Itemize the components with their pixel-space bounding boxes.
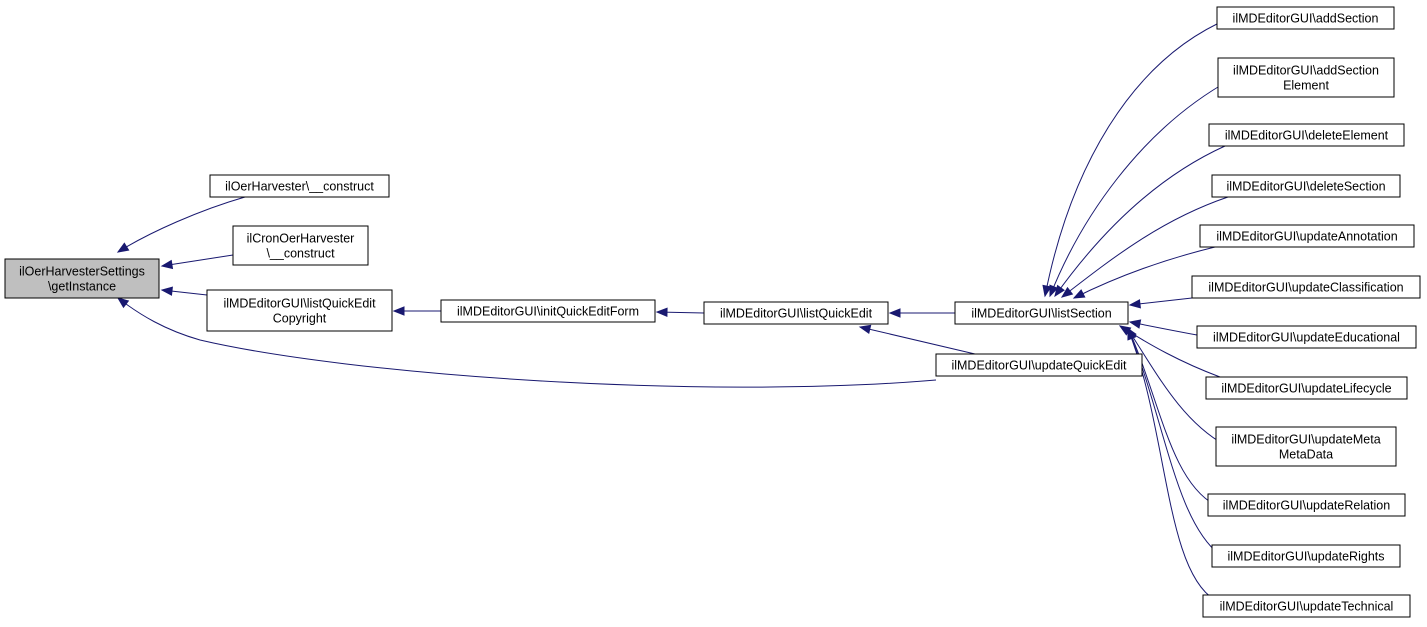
edge-addSectionElement-to-listSection [1049,79,1231,297]
edge-oerConstruct-to-root [117,196,246,253]
node-oerConstruct[interactable]: ilOerHarvester\__construct [209,174,390,198]
node-label-updateMetaMetaData-line-2: MetaData [1279,448,1333,462]
node-box-updateAnnotation [1199,224,1415,248]
node-label-deleteElement-line-1: ilMDEditorGUI\deleteElement [1225,129,1389,143]
arrowhead-cronConstruct-to-root [160,259,174,270]
arrowhead-updateQuickEdit-to-root [116,297,130,309]
node-label-cronConstruct-line-1: ilCronOerHarvester [247,232,355,246]
arrowhead-deleteElement-to-listSection [1054,284,1065,298]
node-box-listQuickEdit [703,301,889,325]
node-box-updateTechnical [1202,594,1411,618]
edge-updateAnnotation-to-listSection [1073,246,1216,299]
arrowhead-deleteSection-to-listSection [1060,286,1074,298]
node-label-oerConstruct-line-1: ilOerHarvester\__construct [225,180,374,194]
node-updateEducational[interactable]: ilMDEditorGUI\updateEducational [1196,325,1417,349]
edge-updateQuickEdit-to-listQuickEdit [859,326,976,355]
node-updateAnnotation[interactable]: ilMDEditorGUI\updateAnnotation [1199,224,1415,248]
node-label-updateMetaMetaData-line-1: ilMDEditorGUI\updateMeta [1231,433,1380,447]
arrowhead-oerConstruct-to-root [116,242,130,253]
node-label-updateClassification-line-1: ilMDEditorGUI\updateClassification [1208,281,1403,295]
node-box-updateQuickEdit [935,353,1143,377]
node-label-cronConstruct-line-2: \__construct [266,247,335,261]
node-listQuickEdit[interactable]: ilMDEditorGUI\listQuickEdit [703,301,889,325]
arrowhead-listSection-to-listQuickEdit [888,308,901,318]
node-updateClassification[interactable]: ilMDEditorGUI\updateClassification [1191,275,1421,299]
node-box-cronConstruct [232,225,369,266]
arrowhead-updateClassification-to-listSection [1128,299,1141,309]
arrowhead-addSection-to-listSection [1042,284,1052,298]
node-label-addSectionElement-line-1: ilMDEditorGUI\addSection [1233,64,1379,78]
arrowhead-updateEducational-to-listSection [1128,319,1142,329]
node-box-updateClassification [1191,275,1421,299]
node-label-listQuickEditCopyright-line-1: ilMDEditorGUI\listQuickEdit [223,297,376,311]
node-addSection[interactable]: ilMDEditorGUI\addSection [1216,6,1395,30]
node-box-addSectionElement [1217,57,1395,98]
edge-deleteSection-to-listSection [1061,196,1229,298]
node-label-updateRelation-line-1: ilMDEditorGUI\updateRelation [1223,499,1390,513]
edge-updateQuickEdit-to-root [117,297,937,388]
arrowhead-listQuickEdit-to-initQuickEditForm [655,307,668,317]
node-label-root-line-1: ilOerHarvesterSettings [19,265,145,279]
arrowhead-updateTechnical-to-listSection [1127,327,1137,341]
node-label-listSection-line-1: ilMDEditorGUI\listSection [971,307,1111,321]
arrowhead-updateAnnotation-to-listSection [1072,289,1086,299]
node-box-listQuickEditCopyright [206,289,393,332]
node-label-updateRights-line-1: ilMDEditorGUI\updateRights [1227,550,1384,564]
node-updateLifecycle[interactable]: ilMDEditorGUI\updateLifecycle [1205,376,1408,400]
node-box-updateEducational [1196,325,1417,349]
edge-updateMetaMetaData-to-listSection [1126,327,1226,446]
node-label-updateEducational-line-1: ilMDEditorGUI\updateEducational [1213,331,1400,345]
node-label-listQuickEdit-line-1: ilMDEditorGUI\listQuickEdit [720,307,873,321]
node-box-initQuickEditForm [440,299,656,323]
node-label-initQuickEditForm-line-1: ilMDEditorGUI\initQuickEditForm [457,305,639,319]
node-box-updateRelation [1207,493,1406,517]
edges-layer [116,17,1231,601]
node-initQuickEditForm[interactable]: ilMDEditorGUI\initQuickEditForm [440,299,656,323]
node-label-root-line-2: \getInstance [48,280,116,294]
node-box-root [4,258,160,299]
node-box-addSection [1216,6,1395,30]
node-updateRelation[interactable]: ilMDEditorGUI\updateRelation [1207,493,1406,517]
node-listSection[interactable]: ilMDEditorGUI\listSection [954,301,1129,325]
node-box-oerConstruct [209,174,390,198]
node-label-addSection-line-1: ilMDEditorGUI\addSection [1233,12,1379,26]
node-deleteSection[interactable]: ilMDEditorGUI\deleteSection [1211,174,1401,198]
node-cronConstruct[interactable]: ilCronOerHarvester\__construct [232,225,369,266]
node-label-updateLifecycle-line-1: ilMDEditorGUI\updateLifecycle [1221,382,1391,396]
edge-cronConstruct-to-root [161,254,234,267]
node-box-deleteSection [1211,174,1401,198]
arrowhead-initQuickEditForm-to-listQuickEditCopyright [392,306,405,316]
node-box-listSection [954,301,1129,325]
edge-deleteElement-to-listSection [1054,145,1226,297]
node-box-deleteElement [1208,123,1405,147]
node-label-updateAnnotation-line-1: ilMDEditorGUI\updateAnnotation [1216,230,1397,244]
node-box-updateMetaMetaData [1215,426,1397,467]
node-root[interactable]: ilOerHarvesterSettings\getInstance [4,258,160,299]
node-updateRights[interactable]: ilMDEditorGUI\updateRights [1211,544,1401,568]
node-label-updateQuickEdit-line-1: ilMDEditorGUI\updateQuickEdit [951,359,1127,373]
node-box-updateLifecycle [1205,376,1408,400]
node-label-addSectionElement-line-2: Element [1283,79,1329,93]
node-label-deleteSection-line-1: ilMDEditorGUI\deleteSection [1226,180,1385,194]
node-updateQuickEdit[interactable]: ilMDEditorGUI\updateQuickEdit [935,353,1143,377]
node-box-updateRights [1211,544,1401,568]
arrowhead-addSectionElement-to-listSection [1049,284,1059,298]
node-label-listQuickEditCopyright-line-2: Copyright [273,312,327,326]
arrowhead-listQuickEditCopyright-to-root [160,286,173,296]
node-updateTechnical[interactable]: ilMDEditorGUI\updateTechnical [1202,594,1411,618]
arrowhead-updateQuickEdit-to-listQuickEdit [858,324,872,335]
nodes-layer: ilOerHarvesterSettings\getInstanceilOerH… [4,6,1421,618]
node-label-updateTechnical-line-1: ilMDEditorGUI\updateTechnical [1220,600,1394,614]
edge-addSection-to-listSection [1044,17,1231,297]
node-deleteElement[interactable]: ilMDEditorGUI\deleteElement [1208,123,1405,147]
